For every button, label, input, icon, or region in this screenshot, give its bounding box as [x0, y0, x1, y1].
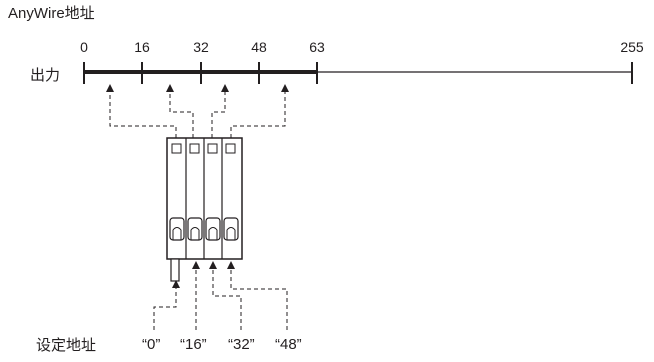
tick-label-63: 63: [309, 39, 325, 55]
cable-stub: [170, 258, 180, 282]
connector-top-4: [230, 84, 289, 138]
switch-window-2: [187, 217, 203, 241]
connector-bottom-4: [227, 261, 288, 330]
tick-label-255: 255: [620, 39, 644, 55]
setting-value-0: “0”: [142, 336, 161, 353]
setting-value-32: “32”: [228, 336, 255, 353]
switch-window-4: [223, 217, 239, 241]
tick-label-32: 32: [193, 39, 209, 55]
tick-label-0: 0: [80, 39, 88, 55]
connector-top-1: [106, 84, 177, 138]
switch-window-3: [205, 217, 221, 241]
switch-window-1: [169, 217, 185, 241]
diagram-title: AnyWire地址: [8, 5, 95, 22]
connector-top-2: [166, 84, 194, 138]
connector-top-3: [211, 84, 229, 138]
tick-label-48: 48: [251, 39, 267, 55]
tick-label-16: 16: [134, 39, 150, 55]
output-scale: [83, 62, 633, 84]
connector-bottom-3: [209, 261, 242, 330]
setting-value-48: “48”: [275, 336, 302, 353]
connector-bottom-1: [153, 280, 180, 330]
setting-address-label: 设定地址: [36, 337, 97, 354]
bottom-connectors: [153, 261, 288, 330]
setting-value-16: “16”: [180, 336, 207, 353]
output-label: 出力: [30, 67, 61, 84]
top-connectors: [106, 84, 289, 138]
io-modules: [166, 137, 243, 282]
